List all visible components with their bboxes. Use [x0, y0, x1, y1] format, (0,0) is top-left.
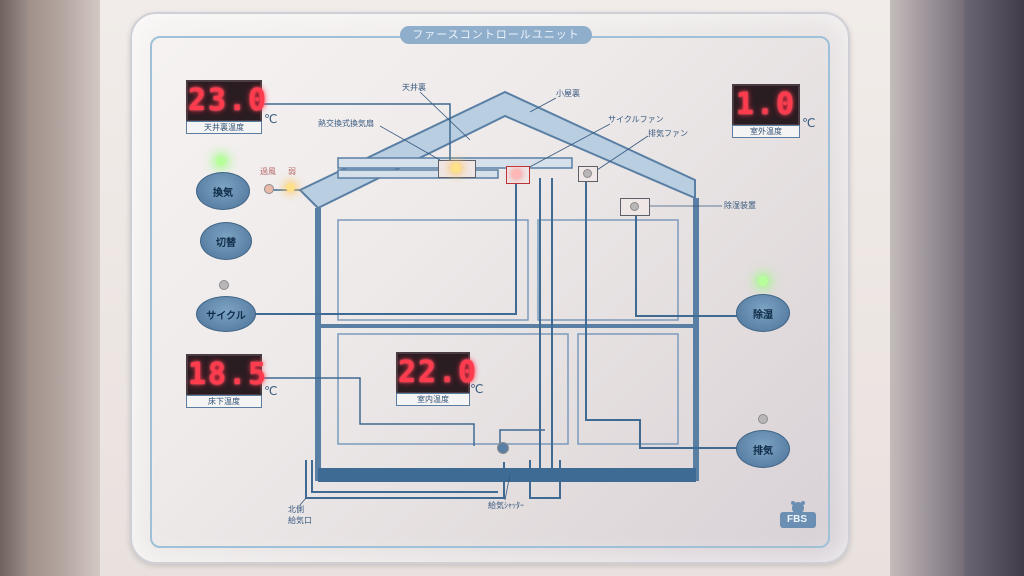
indoor-temp-display: 22.0 — [396, 352, 476, 394]
attic-temp-unit: ℃ — [264, 112, 278, 126]
label-cycle-fan: サイクルファン — [608, 115, 664, 124]
outdoor-temp-label: 室外温度 — [732, 125, 800, 138]
outdoor-temp-unit: ℃ — [802, 116, 816, 130]
intake-shutter-light — [497, 442, 509, 454]
weak-led — [286, 183, 295, 192]
overheat-indicator-label: 過風 — [260, 167, 276, 176]
label-dehumidifier: 除湿装置 — [724, 201, 756, 210]
exhaust-button[interactable]: 排気 — [736, 430, 790, 468]
exhaust-led — [758, 414, 768, 424]
ventilation-button[interactable]: 換気 — [196, 172, 250, 210]
dehumidifier-light — [630, 202, 639, 211]
label-north-intake: 北側 給気口 — [288, 505, 312, 525]
label-ceiling-space: 天井裏 — [402, 83, 426, 92]
outdoor-temp-display: 1.0 — [732, 84, 800, 126]
underfloor-temp-unit: ℃ — [264, 384, 278, 398]
exhaust-fan-light — [583, 169, 592, 178]
label-intake-shutter: 給気ｼｬｯﾀｰ — [488, 501, 524, 510]
label-exhaust-fan: 排気ファン — [648, 129, 688, 138]
heat-exchanger-light — [451, 163, 461, 173]
weak-indicator-label: 弱 — [288, 167, 296, 176]
attic-temp-display: 23.0 — [186, 80, 266, 122]
panel-title: ファースコントロールユニット — [400, 26, 592, 44]
brand-label: FBS — [787, 514, 807, 525]
cycle-button[interactable]: サイクル — [196, 296, 256, 332]
fbs-logo — [780, 501, 816, 528]
switch-button[interactable]: 切替 — [200, 222, 252, 260]
label-heat-exchanger: 熱交換式換気扇 — [318, 119, 374, 128]
attic-temp-label: 天井裏温度 — [186, 121, 262, 134]
overheat-led — [264, 184, 274, 194]
cycle-led — [219, 280, 229, 290]
label-roof-space: 小屋裏 — [556, 89, 580, 98]
underfloor-temp-label: 床下温度 — [186, 395, 262, 408]
underfloor-temp-display: 18.5 — [186, 354, 266, 396]
indoor-temp-label: 室内温度 — [396, 393, 470, 406]
wall-right — [964, 0, 1024, 576]
dehumidify-led — [758, 276, 768, 286]
dehumidify-button[interactable]: 除湿 — [736, 294, 790, 332]
cycle-fan-light — [512, 170, 521, 178]
indoor-temp-unit: ℃ — [470, 382, 484, 396]
wall-left — [0, 0, 28, 576]
ventilation-led — [216, 156, 226, 166]
